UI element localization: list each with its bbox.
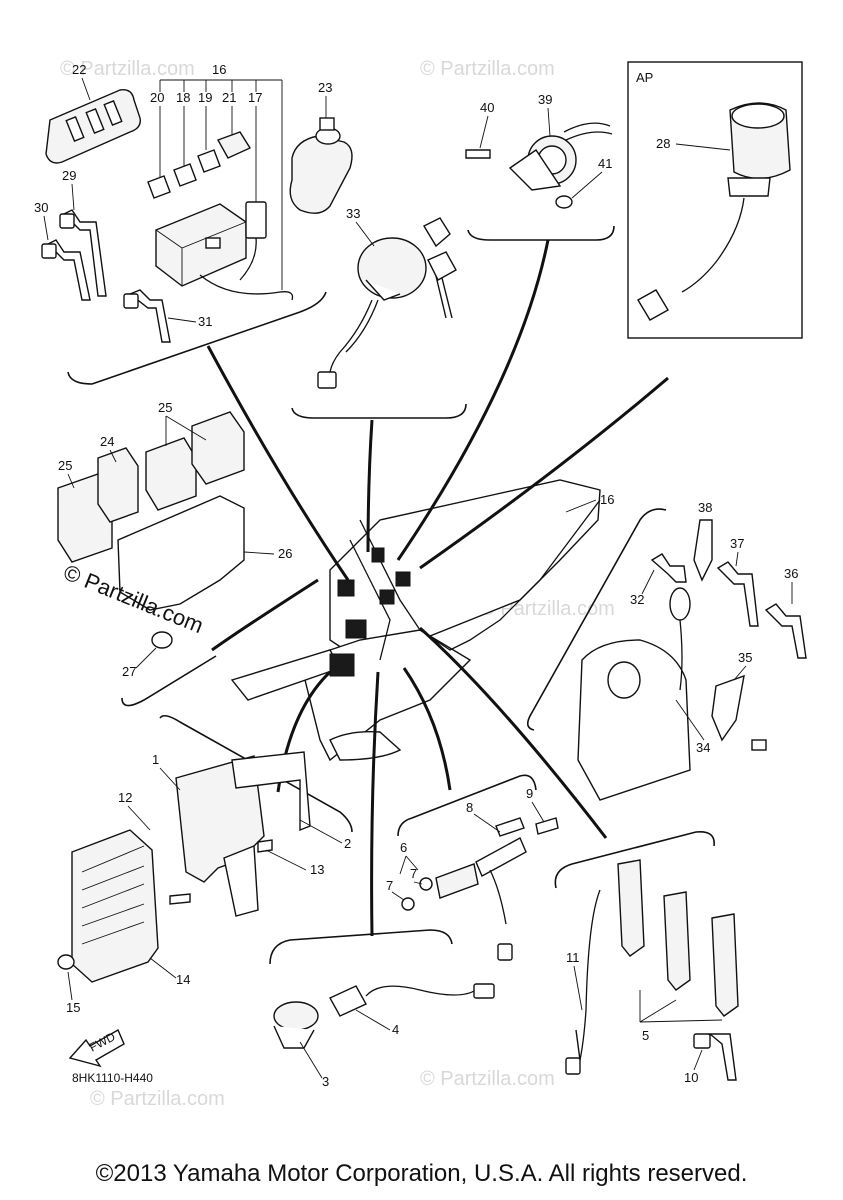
switch-group-3 bbox=[269, 929, 495, 1049]
callout-12: 12 bbox=[118, 790, 132, 805]
callout-31: 31 bbox=[198, 314, 212, 329]
watermark: © Partzilla.com bbox=[420, 1068, 555, 1090]
callout-16: 16 bbox=[212, 62, 226, 77]
callout-9: 9 bbox=[526, 786, 533, 801]
frame-and-harness bbox=[230, 479, 601, 762]
callout-25: 25 bbox=[58, 458, 72, 473]
callout-39: 39 bbox=[538, 92, 552, 107]
callout-7: 7 bbox=[386, 878, 393, 893]
callout-35: 35 bbox=[738, 650, 752, 665]
watermark: © Partzilla.com bbox=[90, 1088, 225, 1110]
callout-17: 17 bbox=[248, 90, 262, 105]
callout-1: 1 bbox=[152, 752, 159, 767]
watermark: © Partzilla.com bbox=[60, 58, 195, 80]
watermark: © Partzilla.com bbox=[480, 598, 615, 620]
callout-11: 11 bbox=[566, 950, 580, 965]
callout-21: 21 bbox=[222, 90, 236, 105]
ap-box-label: AP bbox=[636, 70, 653, 85]
callout-3: 3 bbox=[322, 1074, 329, 1089]
copyright-notice: ©2013 Yamaha Motor Corporation, U.S.A. A… bbox=[95, 1160, 748, 1187]
callout-38: 38 bbox=[698, 500, 712, 515]
ignition-coil-group bbox=[554, 830, 739, 1081]
watermark: © Partzilla.com bbox=[420, 58, 555, 80]
relay-group bbox=[57, 411, 245, 707]
callouts: 1 2 3 4 5 6 7 7 8 9 10 11 12 13 14 15 16… bbox=[34, 62, 798, 1089]
callout-25: 25 bbox=[158, 400, 172, 415]
watermarks: © Partzilla.com © Partzilla.com © Partzi… bbox=[60, 58, 615, 1110]
callout-10: 10 bbox=[684, 1070, 698, 1085]
accessory-plug-box: AP bbox=[627, 61, 803, 339]
callout-4: 4 bbox=[392, 1022, 399, 1037]
callout-23: 23 bbox=[318, 80, 332, 95]
callout-33: 33 bbox=[346, 206, 360, 221]
callout-13: 13 bbox=[310, 862, 324, 877]
callout-14: 14 bbox=[176, 972, 190, 987]
fwd-arrow-icon: FWD bbox=[68, 1029, 125, 1068]
sensor-group-39 bbox=[465, 122, 615, 241]
callout-37: 37 bbox=[730, 536, 744, 551]
callout-30: 30 bbox=[34, 200, 48, 215]
callout-6: 6 bbox=[400, 840, 407, 855]
callout-8: 8 bbox=[466, 800, 473, 815]
callout-34: 34 bbox=[696, 740, 710, 755]
callout-7: 7 bbox=[410, 866, 417, 881]
bracket-group bbox=[526, 508, 807, 801]
callout-22: 22 bbox=[72, 62, 86, 77]
sensor-group-6 bbox=[397, 774, 559, 961]
callout-32: 32 bbox=[630, 592, 644, 607]
drawing-code: 8HK1110-H440 bbox=[72, 1071, 153, 1085]
callout-26: 26 bbox=[278, 546, 292, 561]
callout-16: 16 bbox=[600, 492, 614, 507]
callout-19: 19 bbox=[198, 90, 212, 105]
main-switch-group bbox=[291, 217, 467, 419]
fuse-box-group bbox=[41, 79, 327, 385]
callout-41: 41 bbox=[598, 156, 612, 171]
callout-20: 20 bbox=[150, 90, 164, 105]
callout-24: 24 bbox=[100, 434, 114, 449]
callout-40: 40 bbox=[480, 100, 494, 115]
horn-part-23 bbox=[289, 117, 353, 214]
callout-27: 27 bbox=[122, 664, 136, 679]
callout-5: 5 bbox=[642, 1028, 649, 1043]
callout-36: 36 bbox=[784, 566, 798, 581]
callout-28: 28 bbox=[656, 136, 670, 151]
callout-2: 2 bbox=[344, 836, 351, 851]
callout-29: 29 bbox=[62, 168, 76, 183]
cdi-rectifier-group bbox=[57, 714, 353, 983]
callout-15: 15 bbox=[66, 1000, 80, 1015]
callout-18: 18 bbox=[176, 90, 190, 105]
